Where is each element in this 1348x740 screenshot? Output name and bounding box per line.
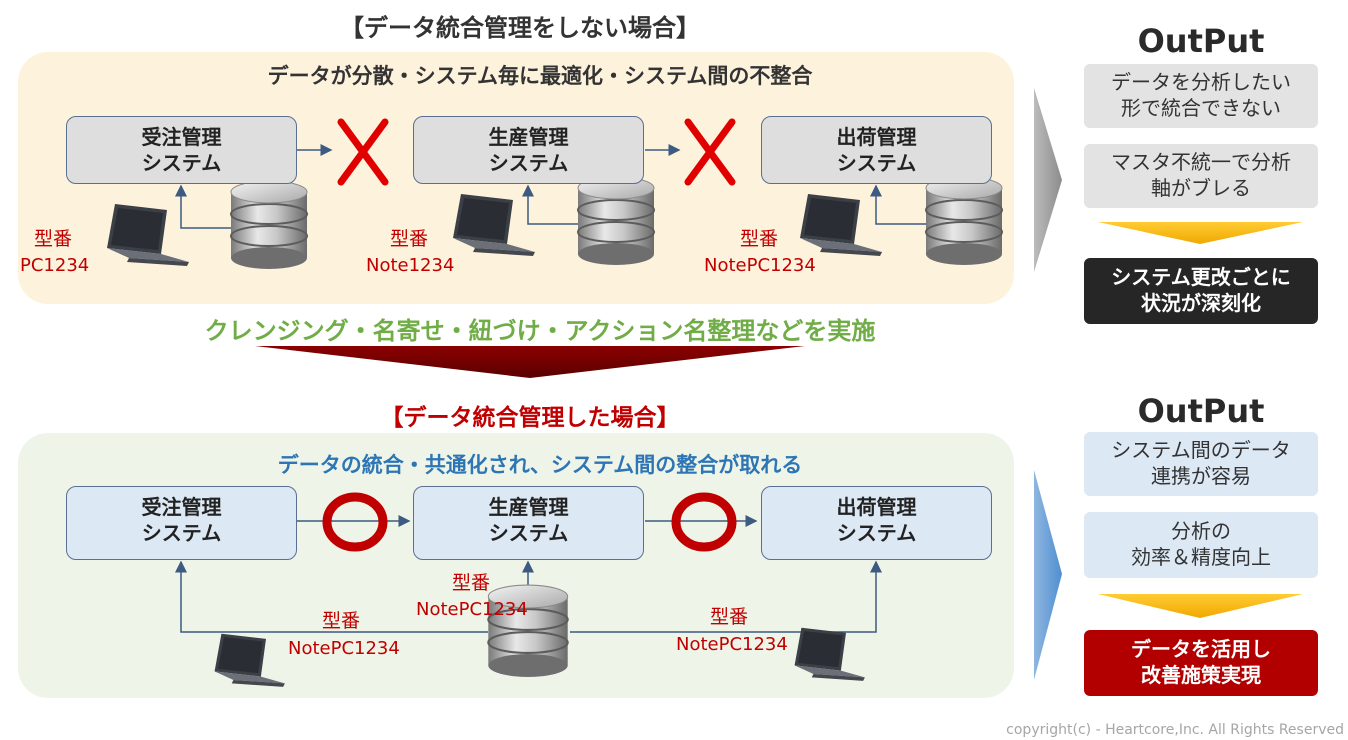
output-down-arrow [1098, 222, 1303, 244]
output-heading: OutPut [1137, 392, 1265, 430]
system-label: 受注管理 [141, 495, 222, 519]
output-item: 分析の 効率＆精度向上 [1084, 512, 1318, 578]
model-label: 型番 [322, 610, 361, 632]
top-connectors [175, 144, 928, 229]
system-label: システム [836, 151, 917, 175]
process-arrow [255, 346, 805, 378]
system-label: 生産管理 [488, 125, 569, 149]
bottom-output-arrow [1034, 470, 1062, 680]
output-item: システム間のデータ 連携が容易 [1084, 432, 1318, 496]
model-number: NotePC1234 [704, 255, 816, 276]
system-label: 生産管理 [488, 495, 569, 519]
top-system-shipping[interactable]: 出荷管理 システム [761, 116, 992, 184]
output-item-text: システム間のデータ [1111, 438, 1291, 462]
model-label: 型番 [452, 572, 491, 594]
bottom-system-production[interactable]: 生産管理 システム [413, 486, 644, 560]
output-item-text: 効率＆精度向上 [1131, 545, 1271, 569]
laptop-icon [800, 194, 882, 256]
model-number: Note1234 [366, 255, 455, 276]
process-caption: クレンジング・名寄せ・紐づけ・アクション名整理などを実施 [204, 317, 876, 345]
top-heading: 【データ統合管理をしない場合】 [340, 14, 700, 42]
database-icon [925, 176, 1003, 266]
laptop-icon [107, 204, 189, 266]
laptop-icon [453, 194, 535, 256]
top-output-arrow [1034, 88, 1062, 272]
output-result-text: 状況が深刻化 [1141, 291, 1261, 315]
bottom-system-shipping[interactable]: 出荷管理 システム [761, 486, 992, 560]
output-item: データを分析したい 形で統合できない [1084, 64, 1318, 128]
bottom-connectors [175, 515, 882, 633]
copyright: copyright(c) - Heartcore,Inc. All Rights… [1006, 722, 1344, 738]
system-label: システム [488, 521, 569, 545]
top-subtitle: データが分散・システム毎に最適化・システム間の不整合 [267, 64, 813, 88]
output-item-text: データを分析したい [1111, 70, 1291, 94]
circle-ok-icon [671, 492, 737, 552]
output-result-text: データを活用し [1131, 637, 1271, 661]
model-number: NotePC1234 [416, 599, 528, 620]
system-label: 出荷管理 [836, 125, 917, 149]
output-item-text: 分析の [1171, 519, 1231, 543]
system-label: 出荷管理 [836, 495, 917, 519]
output-item-text: マスタ不統一で分析 [1111, 150, 1291, 174]
database-icon [230, 180, 308, 270]
model-number: NotePC1234 [676, 634, 788, 655]
model-label: 型番 [710, 606, 749, 628]
model-number: PC1234 [20, 255, 90, 276]
system-label: システム [141, 521, 222, 545]
output-result: データを活用し 改善施策実現 [1084, 630, 1318, 696]
top-system-production[interactable]: 生産管理 システム [413, 116, 644, 184]
output-result-text: 改善施策実現 [1141, 663, 1261, 687]
circle-ok-icon [322, 492, 388, 552]
output-heading: OutPut [1137, 22, 1265, 60]
top-system-orders[interactable]: 受注管理 システム [66, 116, 297, 184]
model-label: 型番 [34, 228, 73, 250]
model-label: 型番 [390, 228, 429, 250]
system-label: システム [836, 521, 917, 545]
output-item: マスタ不統一で分析 軸がブレる [1084, 144, 1318, 208]
model-number: NotePC1234 [288, 638, 400, 659]
system-label: 受注管理 [141, 125, 222, 149]
system-label: システム [141, 151, 222, 175]
output-item-text: 軸がブレる [1151, 176, 1251, 200]
bottom-subtitle: データの統合・共通化され、システム間の整合が取れる [277, 453, 803, 477]
output-item-text: 形で統合できない [1121, 96, 1281, 120]
x-mark-icon [684, 118, 736, 186]
model-label: 型番 [740, 228, 779, 250]
bottom-system-orders[interactable]: 受注管理 システム [66, 486, 297, 560]
output-result-text: システム更改ごとに [1111, 265, 1291, 289]
bottom-heading: 【データ統合管理した場合】 [380, 405, 680, 431]
system-label: システム [488, 151, 569, 175]
laptop-icon [794, 627, 865, 681]
database-icon [577, 176, 655, 266]
output-down-arrow [1098, 594, 1303, 618]
laptop-icon [214, 633, 285, 687]
output-result: システム更改ごとに 状況が深刻化 [1084, 258, 1318, 324]
output-item-text: 連携が容易 [1151, 464, 1251, 488]
x-mark-icon [337, 118, 389, 186]
